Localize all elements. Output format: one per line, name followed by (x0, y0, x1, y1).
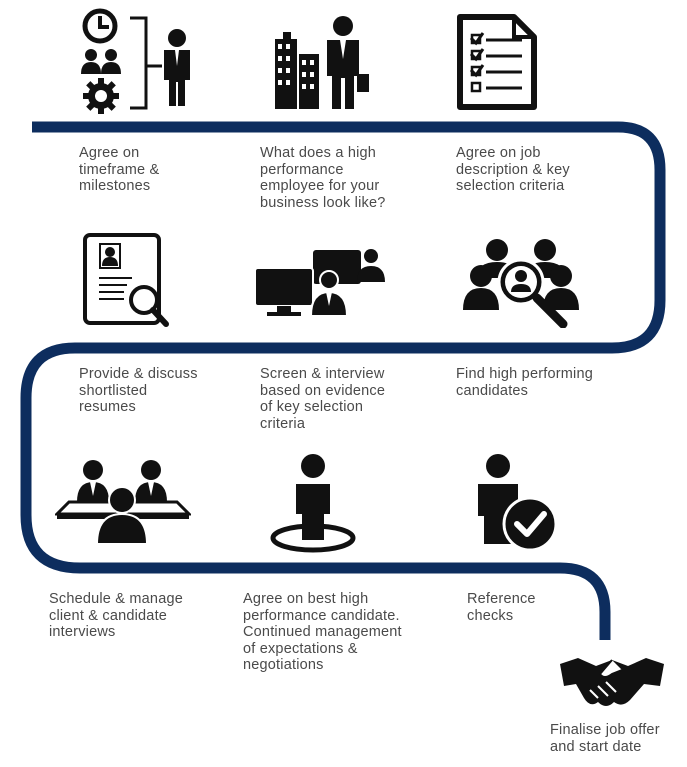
high-performance-employee-icon (275, 16, 369, 109)
handshake-icon (560, 658, 664, 706)
meeting-table-icon (55, 460, 191, 545)
reference-check-icon (478, 454, 558, 552)
video-interview-icon (254, 249, 385, 317)
timeframe-milestones-icon (81, 8, 190, 114)
job-description-checklist-icon (457, 14, 537, 110)
process-path-line (20, 121, 666, 640)
resume-search-icon (83, 233, 169, 327)
selected-candidate-icon (270, 454, 356, 553)
candidate-search-icon (463, 239, 579, 328)
